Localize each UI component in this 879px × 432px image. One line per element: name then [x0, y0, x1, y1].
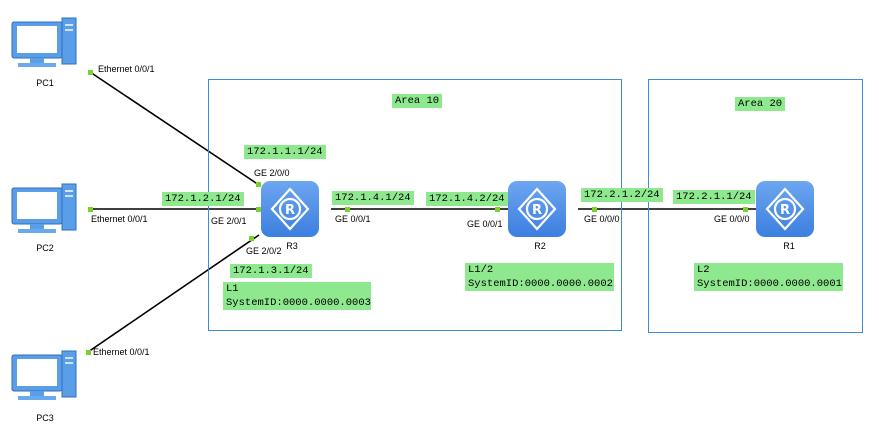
pc3-name: PC3	[36, 413, 54, 423]
r3-ge200-ip-label: 172.1.1.1/24	[244, 145, 326, 159]
r2-device[interactable]: R	[508, 181, 566, 237]
r2-isis-note: L1/2 SystemID:0000.0000.0002	[465, 263, 614, 291]
pc2-name: PC2	[36, 243, 54, 253]
pc3-device[interactable]	[10, 347, 82, 407]
pc-icon	[11, 17, 77, 67]
link-pc1-r3[interactable]	[89, 71, 260, 186]
r2-ge001-ip-label: 172.1.4.2/24	[426, 192, 508, 206]
pc1-name: PC1	[36, 78, 54, 88]
r2-name: R2	[534, 241, 546, 251]
port-dot	[256, 207, 261, 212]
r3-ge200-port-label: GE 2/0/0	[254, 168, 290, 178]
port-dot	[249, 236, 254, 241]
pc-icon	[11, 183, 77, 233]
r3-ge202-port-label: GE 2/0/2	[246, 246, 282, 256]
r3-ge201-ip-label: 172.1.2.1/24	[162, 192, 244, 206]
area-20-label: Area 20	[735, 97, 786, 111]
router-icon: R	[765, 187, 805, 231]
pc2-device[interactable]	[10, 180, 82, 240]
svg-text:R: R	[285, 203, 295, 218]
port-dot	[86, 350, 91, 355]
r3-ge202-ip-label: 172.1.3.1/24	[230, 264, 312, 278]
port-dot	[88, 207, 93, 212]
area-10-label: Area 10	[392, 94, 443, 108]
r3-ge001-port-label: GE 0/0/1	[335, 214, 371, 224]
r3-isis-note: L1 SystemID:0000.0000.0003	[223, 282, 371, 310]
r1-device[interactable]: R	[756, 181, 814, 237]
router-icon: R	[517, 187, 557, 231]
r2-ge000-ip-label: 172.2.1.2/24	[581, 188, 663, 202]
r3-ge201-port-label: GE 2/0/1	[211, 216, 247, 226]
r1-ge000-port-label: GE 0/0/0	[714, 214, 750, 224]
pc3-port-label: Ethernet 0/0/1	[93, 347, 150, 357]
r2-ge001-port-label: GE 0/0/1	[467, 219, 503, 229]
port-dot	[495, 207, 500, 212]
r1-isis-note: L2 SystemID:0000.0000.0001	[694, 263, 843, 291]
pc-icon	[11, 350, 77, 400]
port-dot	[743, 207, 748, 212]
link-pc3-r3[interactable]	[87, 234, 260, 353]
port-dot	[88, 70, 93, 75]
port-dot	[345, 207, 350, 212]
port-dot	[592, 207, 597, 212]
r2-ge000-port-label: GE 0/0/0	[584, 214, 620, 224]
r3-ge001-ip-label: 172.1.4.1/24	[332, 191, 414, 205]
pc2-port-label: Ethernet 0/0/1	[91, 214, 148, 224]
r1-name: R1	[783, 241, 795, 251]
area-20-box	[648, 79, 863, 333]
svg-text:R: R	[780, 203, 790, 218]
r3-name: R3	[286, 241, 298, 251]
svg-text:R: R	[532, 203, 542, 218]
pc1-port-label: Ethernet 0/0/1	[98, 64, 155, 74]
pc1-device[interactable]	[10, 14, 82, 74]
r3-device[interactable]: R	[261, 181, 319, 237]
port-dot	[256, 182, 261, 187]
router-icon: R	[270, 187, 310, 231]
r1-ge000-ip-label: 172.2.1.1/24	[673, 190, 755, 204]
